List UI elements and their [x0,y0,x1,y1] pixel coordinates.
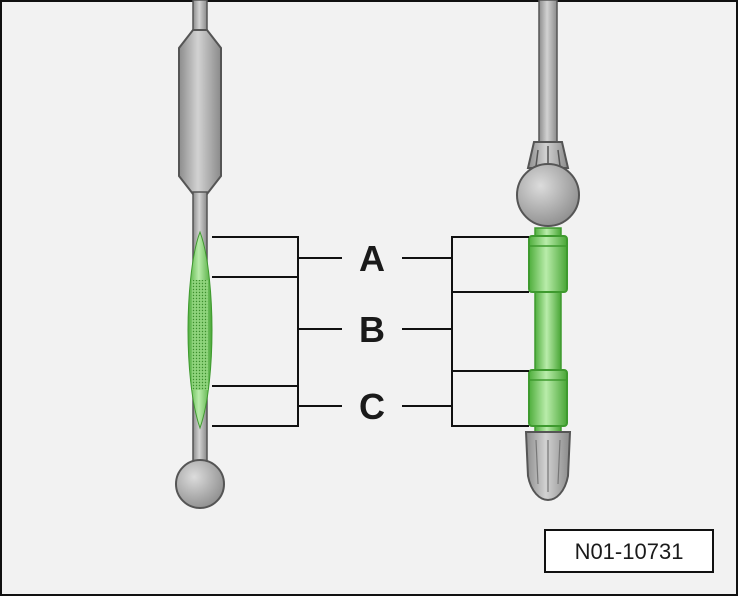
label-c: C [359,386,385,427]
right-tip-grooves [535,439,561,492]
right-sleeve-lower [528,369,568,427]
right-rod [538,0,558,151]
label-b: B [359,309,385,350]
right-ball [516,163,580,227]
leader-lines [212,236,529,427]
left-ball [175,459,225,509]
reference-code: N01-10731 [575,539,684,564]
left-capsule [178,29,222,195]
right-sleeve-upper [528,235,568,293]
right-bracket-c [451,370,529,427]
left-grip-texture [192,280,208,390]
left-rod-top [192,0,208,33]
right-dipstick [516,0,580,502]
reference-box [544,529,714,573]
right-collar-slit [535,146,561,167]
label-a: A [359,238,385,279]
left-dipstick [175,0,225,509]
